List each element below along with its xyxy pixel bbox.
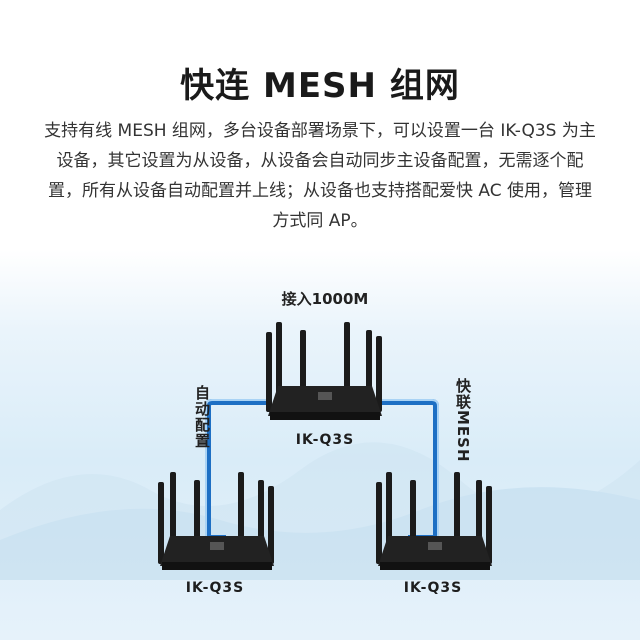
router-top xyxy=(266,322,382,420)
quick-mesh-label: 快联MESH xyxy=(454,378,472,463)
mesh-cables xyxy=(205,399,439,541)
router-top-model: IK-Q3S xyxy=(295,432,355,448)
cable-right xyxy=(378,399,439,541)
feature-description: 支持有线 MESH 组网，多台设备部署场景下，可以设置一台 IK-Q3S 为主设… xyxy=(44,121,596,231)
router-right xyxy=(376,472,492,570)
page-title: 快连 MESH 组网 xyxy=(180,66,460,106)
router-left xyxy=(158,472,274,570)
uplink-label: 接入1000M xyxy=(281,290,369,308)
cable-left xyxy=(205,399,270,541)
auto-config-label: 自动配置 xyxy=(193,385,211,449)
router-left-model: IK-Q3S xyxy=(185,580,245,596)
router-right-model: IK-Q3S xyxy=(403,580,463,596)
